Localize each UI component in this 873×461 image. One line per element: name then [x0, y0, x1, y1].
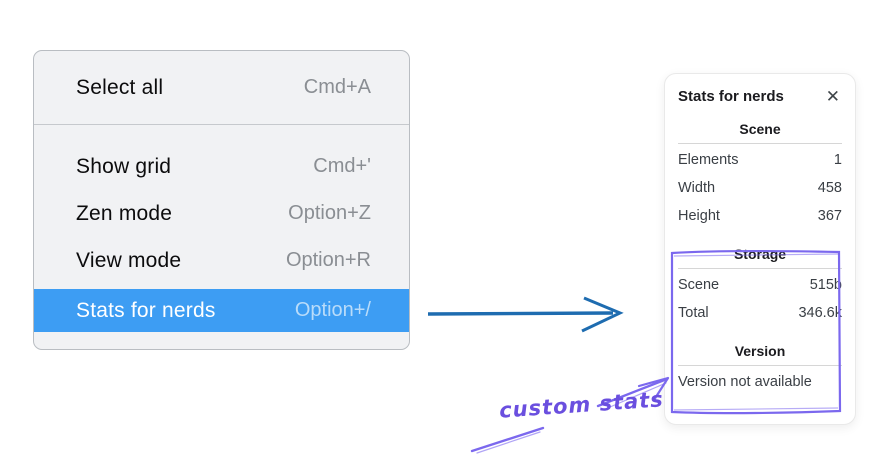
stat-row-scene-size: Scene 515b: [678, 271, 842, 299]
stat-value: 367: [817, 208, 842, 224]
section-divider: [678, 268, 842, 269]
menu-item-zen-mode[interactable]: Zen mode Option+Z: [34, 190, 409, 237]
section-divider: [678, 365, 842, 366]
menu-item-shortcut: Option+/: [294, 299, 371, 321]
stat-row-width: Width 458: [678, 174, 842, 202]
menu-item-select-all[interactable]: Select all Cmd+A: [34, 51, 409, 124]
stat-label: Elements: [678, 152, 739, 168]
menu-item-shortcut: Cmd+A: [303, 76, 371, 98]
section-header-storage: Storage: [733, 246, 787, 262]
context-menu: Select all Cmd+A Show grid Cmd+' Zen mod…: [33, 50, 410, 350]
section-header-version: Version: [734, 343, 786, 359]
stat-label: Height: [678, 208, 720, 224]
stat-row-total-size: Total 346.6k: [678, 299, 842, 327]
stat-value: 1: [833, 152, 842, 168]
stat-value: 458: [817, 180, 842, 196]
menu-item-label: Show grid: [76, 154, 172, 178]
menu-item-show-grid[interactable]: Show grid Cmd+': [34, 143, 409, 190]
menu-item-label: Stats for nerds: [76, 298, 216, 322]
stat-label: Total: [678, 305, 709, 321]
menu-divider: [34, 124, 409, 125]
stats-panel: Stats for nerds ✕ Scene Elements 1 Width…: [664, 73, 856, 425]
section-divider: [678, 143, 842, 144]
menu-item-shortcut: Cmd+': [313, 155, 371, 177]
blue-arrow: [427, 296, 624, 333]
menu-item-label: Select all: [76, 75, 164, 99]
menu-item-shortcut: Option+Z: [288, 202, 371, 224]
close-icon[interactable]: ✕: [825, 86, 840, 106]
stat-row-elements: Elements 1: [678, 146, 842, 174]
menu-section: Show grid Cmd+' Zen mode Option+Z View m…: [34, 125, 409, 332]
stats-panel-title: Stats for nerds: [678, 88, 784, 105]
stat-value: 515b: [809, 277, 842, 293]
stat-value: 346.6k: [798, 305, 842, 321]
stats-panel-header: Stats for nerds ✕: [678, 86, 842, 106]
stat-label: Scene: [678, 277, 720, 293]
stat-label: Width: [678, 180, 716, 196]
menu-item-stats-for-nerds[interactable]: Stats for nerds Option+/: [34, 289, 409, 332]
menu-item-view-mode[interactable]: View mode Option+R: [34, 237, 409, 284]
menu-item-label: View mode: [76, 248, 182, 272]
version-note: Version not available: [678, 374, 812, 390]
section-header-scene: Scene: [739, 121, 781, 137]
menu-item-shortcut: Option+R: [285, 249, 371, 271]
stat-row-height: Height 367: [678, 202, 842, 230]
menu-item-label: Zen mode: [76, 201, 173, 225]
custom-stats-annotation: custom stats: [498, 387, 665, 423]
